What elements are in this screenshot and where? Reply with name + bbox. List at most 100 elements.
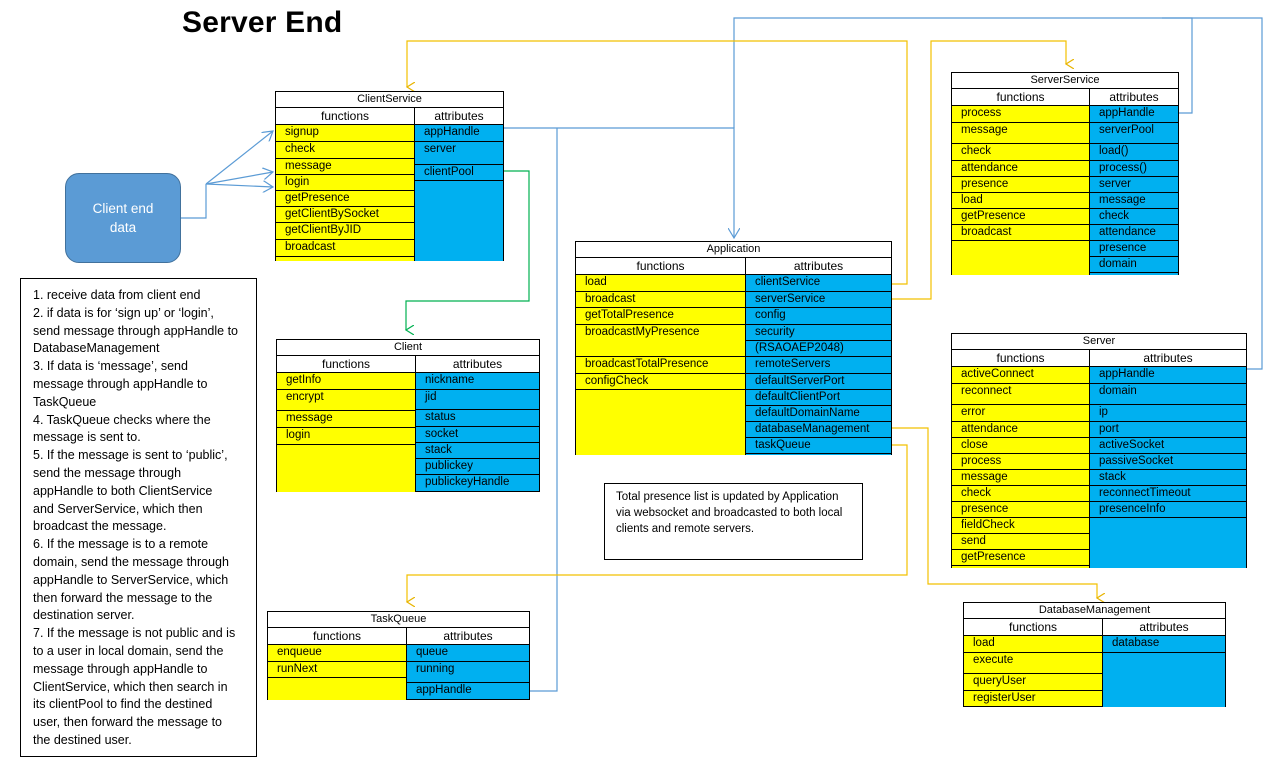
function-item: signup xyxy=(276,125,414,142)
attribute-item: reconnectTimeout xyxy=(1090,486,1246,502)
attribute-item: stack xyxy=(1090,470,1246,486)
attribute-item: queue xyxy=(407,645,529,662)
attribute-item: publickey xyxy=(416,459,539,476)
client-end-arrows xyxy=(181,131,273,219)
attribute-item: database xyxy=(1103,636,1225,653)
class-name: ClientService xyxy=(276,92,503,108)
function-item: message xyxy=(952,123,1089,144)
function-item: getClientByJID xyxy=(276,223,414,240)
function-item: attendance xyxy=(952,161,1089,177)
class-name: ServerService xyxy=(952,73,1178,89)
functions-header: functions xyxy=(268,628,407,644)
note-line: 2. if data is for ‘sign up’ or ‘login’, xyxy=(33,305,214,320)
function-item: broadcast xyxy=(576,292,745,308)
attribute-item: nickname xyxy=(416,373,539,390)
attribute-item: publickeyHandle xyxy=(416,475,539,492)
functions-empty-area xyxy=(276,257,414,261)
attribute-item: message xyxy=(1090,193,1178,209)
function-item: getTotalPresence xyxy=(576,308,745,325)
attribute-item: security xyxy=(746,325,891,341)
attributes-header: attributes xyxy=(443,629,493,643)
functions-header: functions xyxy=(964,619,1103,635)
function-item: getClientBySocket xyxy=(276,207,414,223)
note-line: user, then forward the message to xyxy=(33,715,222,730)
note-line: message through appHandle to xyxy=(33,661,208,676)
callout-line: via websocket and broadcasted to both lo… xyxy=(616,507,843,519)
function-item: getPresence xyxy=(952,550,1089,566)
blue-lines xyxy=(503,17,1263,692)
functions-empty-area xyxy=(952,566,1089,568)
attributes-empty-area xyxy=(1090,273,1178,275)
function-item: registerUser xyxy=(964,691,1102,707)
attribute-item: presence xyxy=(1090,241,1178,257)
note-line: then forward the message to the xyxy=(33,590,213,605)
function-item: broadcastMyPresence xyxy=(576,325,745,357)
attribute-item: presenceInfo xyxy=(1090,502,1246,518)
class-name: DatabaseManagement xyxy=(964,603,1225,619)
attributes-header: attributes xyxy=(452,357,503,371)
attribute-item: port xyxy=(1090,422,1246,438)
function-item: getPresence xyxy=(276,191,414,207)
functions-header: functions xyxy=(276,108,415,124)
attributes-header: attributes xyxy=(434,109,484,123)
functions-header: functions xyxy=(277,356,416,372)
attribute-item: appHandle xyxy=(415,125,503,142)
function-item: getPresence xyxy=(952,209,1089,225)
function-item: presence xyxy=(952,502,1089,518)
function-item: activeConnect xyxy=(952,367,1089,384)
callout-line: clients and remote servers. xyxy=(616,523,755,535)
attributes-header: attributes xyxy=(1139,620,1189,634)
attribute-item: taskQueue xyxy=(746,438,891,454)
attribute-item: activeSocket xyxy=(1090,438,1246,454)
class-name: Application xyxy=(576,242,891,258)
attributes-header: attributes xyxy=(1109,90,1159,104)
note-line: 1. receive data from client end xyxy=(33,288,201,302)
function-item: message xyxy=(277,411,415,428)
note-line: its clientPool to find the destined xyxy=(33,697,213,712)
function-item: queryUser xyxy=(964,674,1102,691)
attribute-item: process() xyxy=(1090,161,1178,177)
attribute-item: (RSAOAEP2048) xyxy=(746,341,891,357)
function-item: close xyxy=(952,438,1089,454)
attributes-empty-area xyxy=(1103,653,1225,707)
attributes-header: attributes xyxy=(793,259,844,273)
function-item: load xyxy=(576,275,745,292)
attribute-item: socket xyxy=(416,427,539,444)
note-line: domain, send the message through xyxy=(33,554,229,569)
note-line: destination server. xyxy=(33,608,135,623)
note-line: message is sent to. xyxy=(33,430,141,445)
attribute-item: stack xyxy=(416,443,539,460)
attribute-item: attendance xyxy=(1090,225,1178,241)
function-item: check xyxy=(276,142,414,159)
attributes-empty-area xyxy=(1090,518,1246,568)
page-title: Server End xyxy=(182,6,343,39)
attribute-item: server xyxy=(1090,177,1178,193)
attribute-item: passiveSocket xyxy=(1090,454,1246,470)
note-line: ClientService, which then search in xyxy=(33,679,228,694)
note-line: to a user in local domain, send the xyxy=(33,643,224,658)
function-item: load xyxy=(952,193,1089,209)
function-item: message xyxy=(952,470,1089,486)
function-item: send xyxy=(952,534,1089,550)
green-line xyxy=(406,170,530,330)
function-item: encrypt xyxy=(277,390,415,411)
function-item: broadcastTotalPresence xyxy=(576,357,745,374)
attribute-item: remoteServers xyxy=(746,357,891,374)
orange-lines xyxy=(407,40,1097,602)
class-header-row: functions attributes xyxy=(277,356,539,373)
attribute-item: ip xyxy=(1090,405,1246,422)
function-item: error xyxy=(952,405,1089,422)
